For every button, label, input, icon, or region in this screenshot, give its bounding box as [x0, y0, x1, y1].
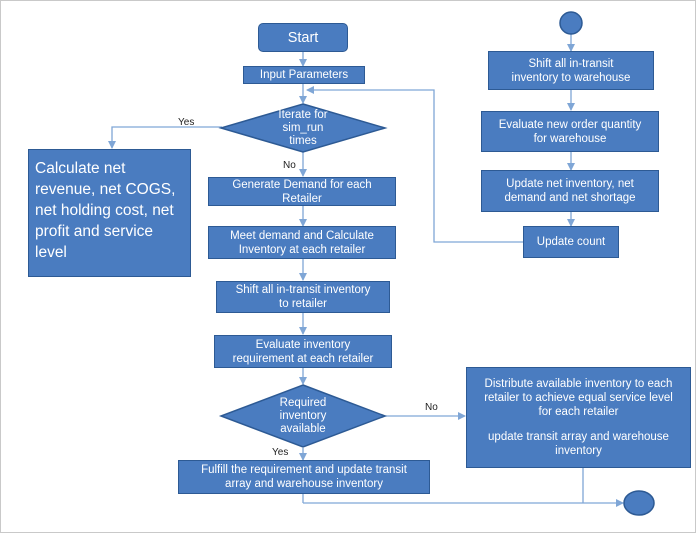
generate-demand-box: Generate Demand for each Retailer [208, 177, 396, 206]
distribute-text: Distribute available inventory to each r… [484, 378, 673, 418]
fulfill-requirement-box: Fulfill the requirement and update trans… [178, 460, 430, 494]
arrow-loop-back [306, 86, 523, 243]
start-terminal: Start [258, 23, 348, 52]
end-connector-circle [623, 490, 655, 516]
yes-label-required: Yes [272, 447, 289, 458]
update-inventory-box: Update net inventory, net demand and net… [481, 170, 659, 212]
connector-circle-top [559, 11, 583, 35]
calculate-results-box: Calculate net revenue, net COGS, net hol… [28, 149, 191, 277]
iterate-label: Iterate for sim_run times [278, 108, 328, 147]
no-label-required: No [425, 402, 438, 413]
evaluate-requirement-box: Evaluate inventory requirement at each r… [214, 335, 392, 368]
iterate-diamond [218, 103, 388, 153]
arrow-iterate-yes [108, 126, 222, 149]
update-count-box: Update count [523, 226, 619, 258]
shift-warehouse-box: Shift all in-transit inventory to wareho… [488, 51, 654, 90]
yes-label-iterate: Yes [178, 117, 195, 128]
meet-demand-box: Meet demand and Calculate Inventory at e… [208, 226, 396, 259]
shift-retailer-box: Shift all in-transit inventory to retail… [216, 281, 390, 313]
update-transit-text: update transit array and warehouse inven… [488, 431, 669, 457]
evaluate-order-box: Evaluate new order quantity for warehous… [481, 111, 659, 152]
distribute-inventory-box: Distribute available inventory to each r… [466, 367, 691, 468]
input-parameters-box: Input Parameters [243, 66, 365, 84]
required-diamond [218, 384, 388, 448]
required-available-label: Required inventory available [279, 396, 327, 435]
no-label-iterate: No [283, 160, 296, 171]
